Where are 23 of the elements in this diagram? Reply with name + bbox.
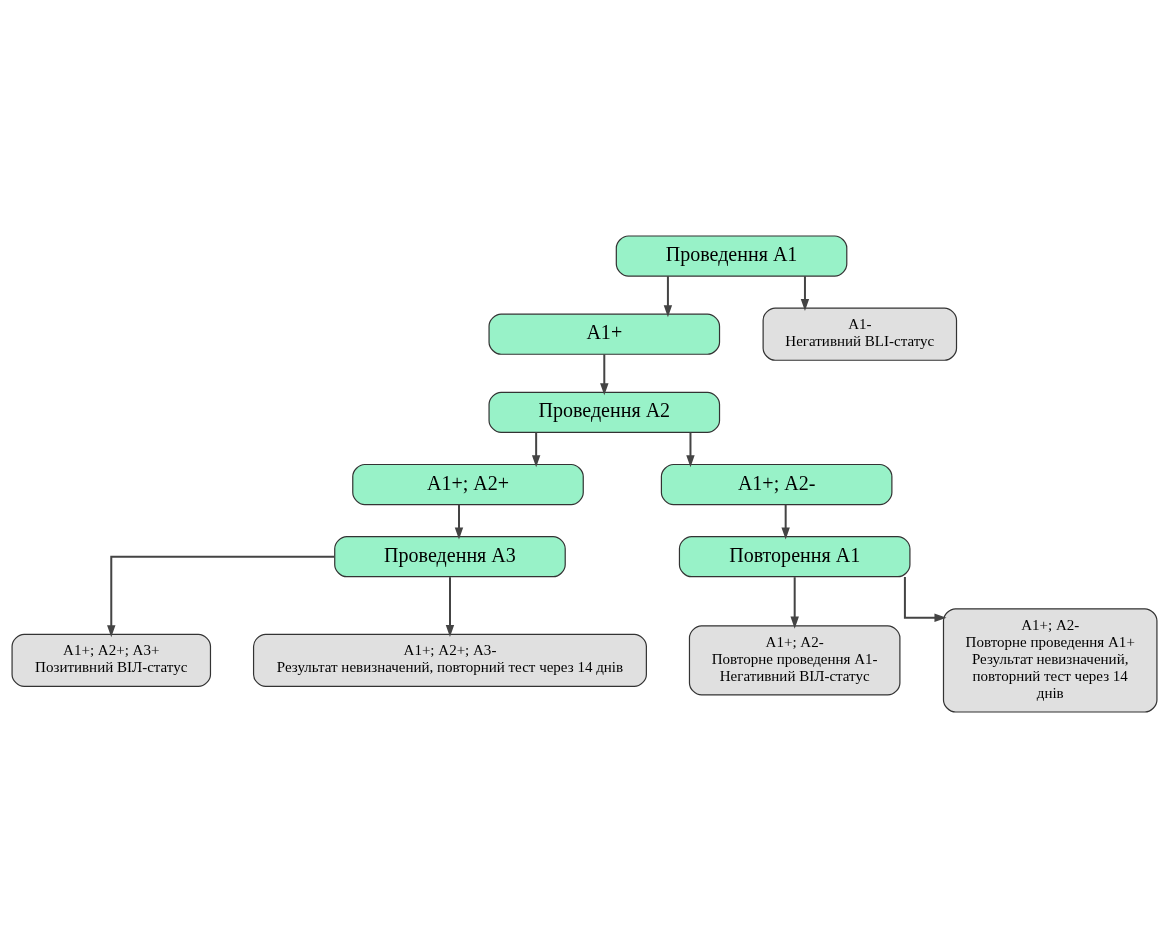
node-box: А1+; А2-	[660, 463, 893, 505]
arrow	[790, 575, 799, 629]
node-box: А1- Негативний BLI-статус	[762, 307, 958, 361]
arrow	[663, 274, 673, 317]
arrow	[800, 274, 810, 311]
arrow	[445, 575, 455, 637]
node-box: Проведення А2	[488, 391, 721, 433]
node-box: А1+; А2- Повторне проведення А1+ Результат невизначений, повторний тест через 14 днів	[942, 607, 1158, 713]
arrow	[531, 430, 541, 467]
node-box: А1+; А2+; А3- Результат невизначений, повторний тест через 14 днів	[252, 633, 647, 687]
arrow	[686, 430, 695, 467]
arrow	[600, 352, 609, 395]
node-box: Повторення А1	[678, 535, 911, 577]
node-box: А1+; А2+; А3+ Позитивний ВІЛ-статус	[11, 633, 212, 687]
arrow	[781, 503, 790, 539]
node-box: Проведення А3	[334, 535, 566, 577]
node-box: А1+; А2+	[352, 463, 584, 505]
arrow	[903, 575, 947, 622]
node-box: А1+	[488, 313, 721, 355]
node-box: А1+; А2- Повторне проведення А1- Негативний ВІЛ-статус	[688, 624, 901, 696]
node-box: Проведення А1	[615, 234, 848, 277]
arrow	[107, 555, 336, 637]
arrow	[454, 503, 464, 539]
